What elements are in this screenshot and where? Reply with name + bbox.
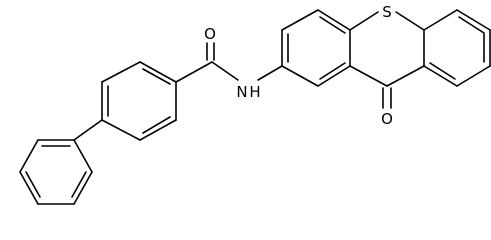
thioxanthone-right-ring [423, 9, 491, 87]
chemical-structure-diagram: O N H S O [19, 3, 491, 205]
thio-sulfur-label: S [382, 3, 392, 21]
amide-hydrogen-label: H [249, 83, 260, 101]
biaryl-bond [73, 119, 103, 141]
carbonyl-oxygen-label: O [204, 25, 216, 43]
ketone-group [382, 87, 392, 109]
ketone-oxygen-label: O [381, 110, 393, 128]
phenyl-ring [19, 139, 93, 205]
amide-nitrogen-label: N [236, 83, 247, 101]
thioxanthone-left-ring [281, 9, 351, 87]
amide-linker [175, 42, 283, 83]
para-phenylene-ring [101, 61, 177, 141]
thioxanthone-central-ring [349, 11, 425, 87]
